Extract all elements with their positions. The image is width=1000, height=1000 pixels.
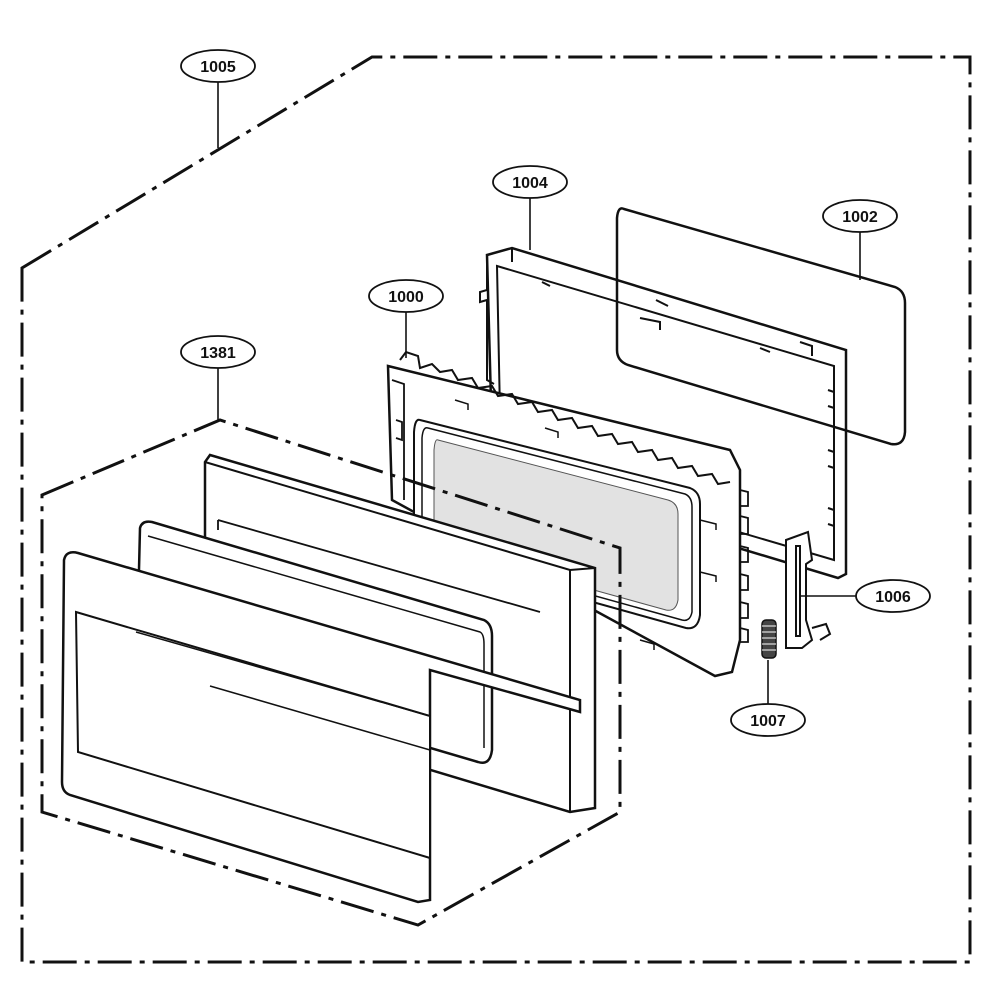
callout-1007: 1007 — [730, 703, 806, 737]
callout-1002: 1002 — [822, 199, 898, 233]
leader-lines — [217, 82, 861, 705]
callout-1006: 1006 — [855, 579, 931, 613]
door-window-glass — [433, 439, 679, 611]
callout-1000: 1000 — [368, 279, 444, 313]
callout-label-1006: 1006 — [875, 589, 911, 606]
callout-label-1002: 1002 — [842, 209, 878, 226]
callout-label-1000: 1000 — [388, 289, 424, 306]
latch-hook — [785, 530, 832, 649]
latch-spring — [761, 619, 777, 659]
callout-label-1004: 1004 — [512, 175, 548, 192]
door-front-panel — [60, 551, 582, 904]
callout-label-1381: 1381 — [200, 345, 236, 362]
callout-1005: 1005 — [180, 49, 256, 83]
outer-assembly-boundary — [20, 55, 972, 964]
callout-1004: 1004 — [492, 165, 568, 199]
callout-label-1007: 1007 — [750, 713, 786, 730]
door-front-assembly-boundary — [40, 418, 622, 927]
door-main-frame — [386, 350, 749, 678]
callout-1381: 1381 — [180, 335, 256, 369]
callout-label-1005: 1005 — [200, 59, 236, 76]
